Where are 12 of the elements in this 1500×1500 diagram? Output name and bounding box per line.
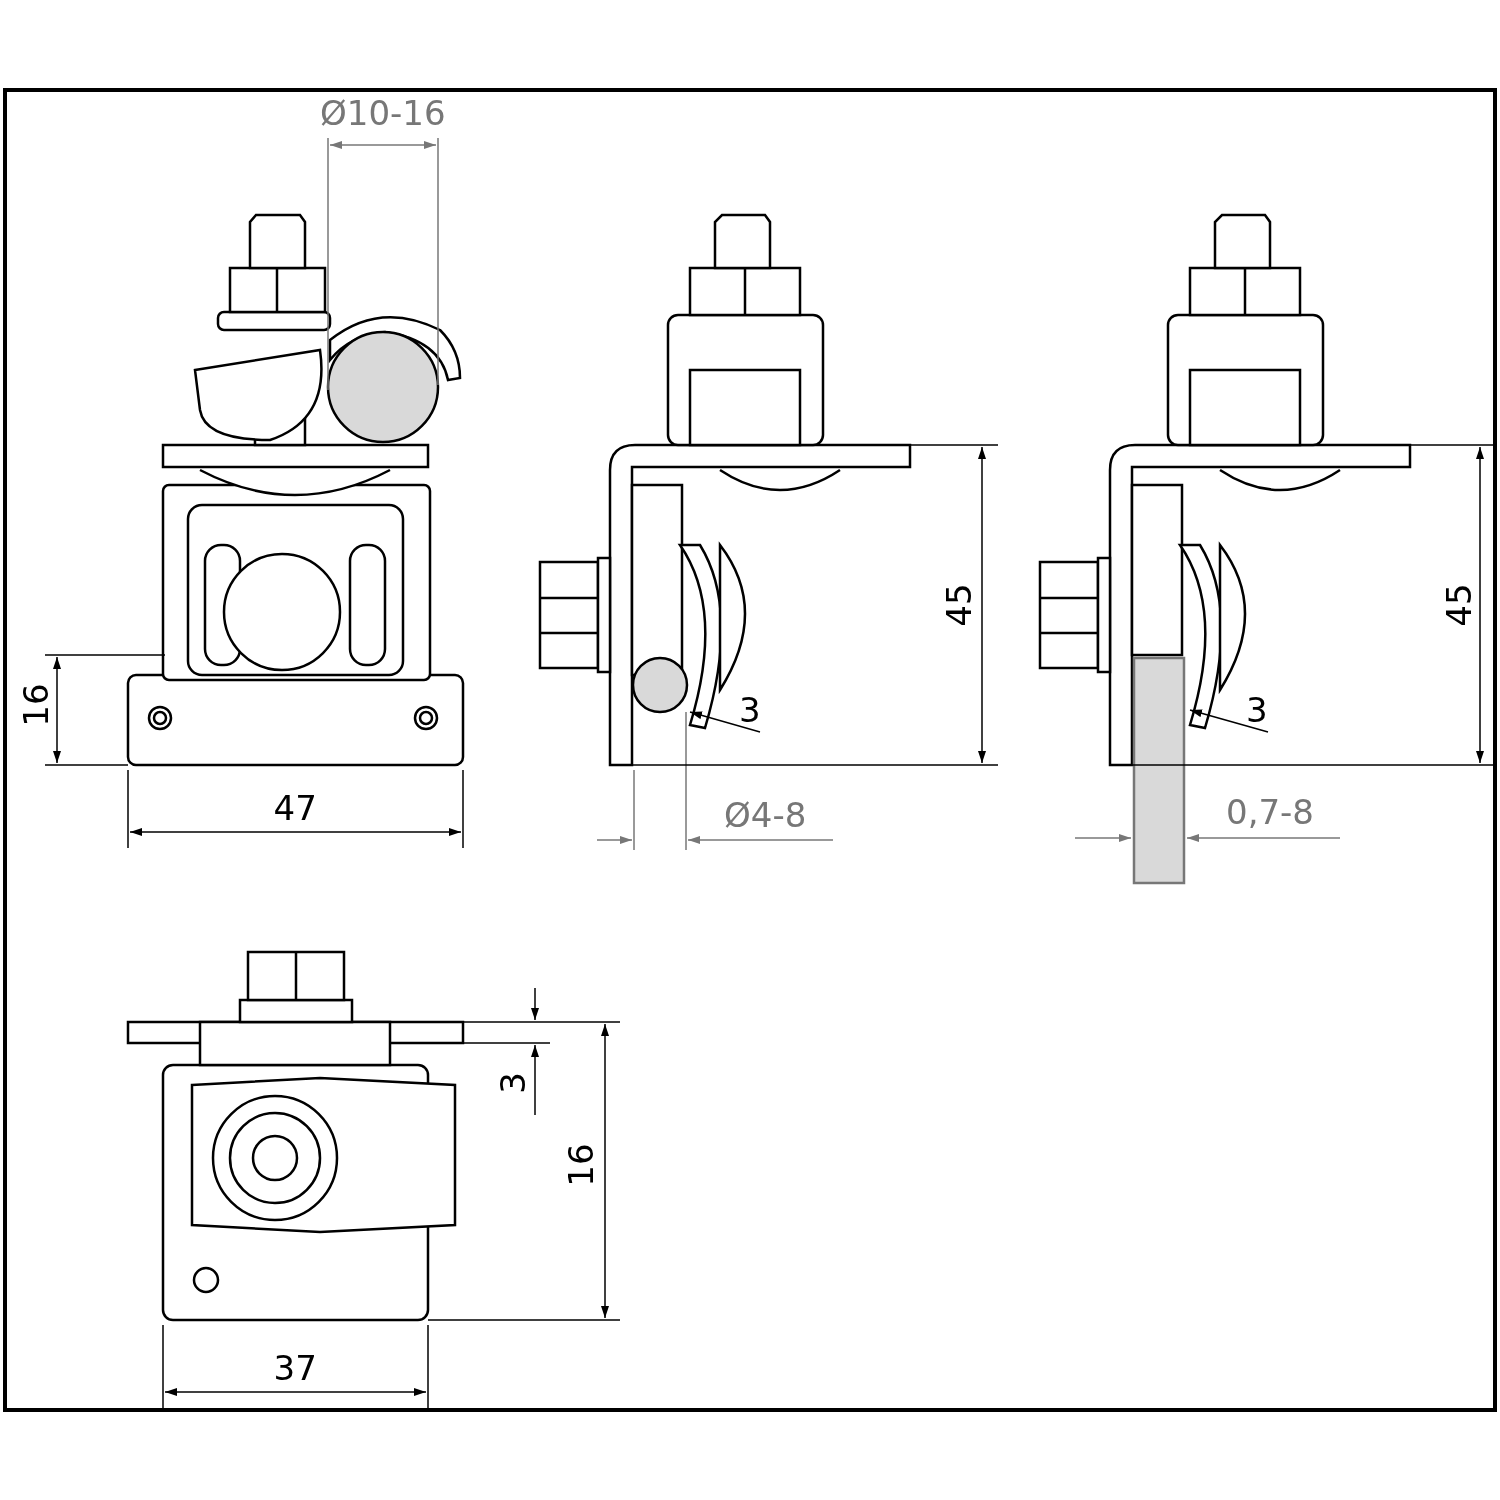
dimension-value: 0,7-8 bbox=[1226, 792, 1314, 832]
dimension-value: Ø4-8 bbox=[724, 795, 807, 835]
dimension-value: 3 bbox=[492, 1072, 533, 1094]
dimension-value: Ø10-16 bbox=[320, 93, 446, 133]
dimension-value: 45 bbox=[938, 583, 979, 627]
dimension-value: 45 bbox=[1438, 583, 1479, 627]
dimension-value: 3 bbox=[739, 690, 761, 730]
dimension-value: 37 bbox=[273, 1348, 317, 1388]
dimension-value: 16 bbox=[15, 683, 56, 727]
dimension-value: 3 bbox=[1246, 690, 1268, 730]
dimension-value: 47 bbox=[273, 788, 317, 828]
dimension-value: 16 bbox=[560, 1143, 601, 1187]
